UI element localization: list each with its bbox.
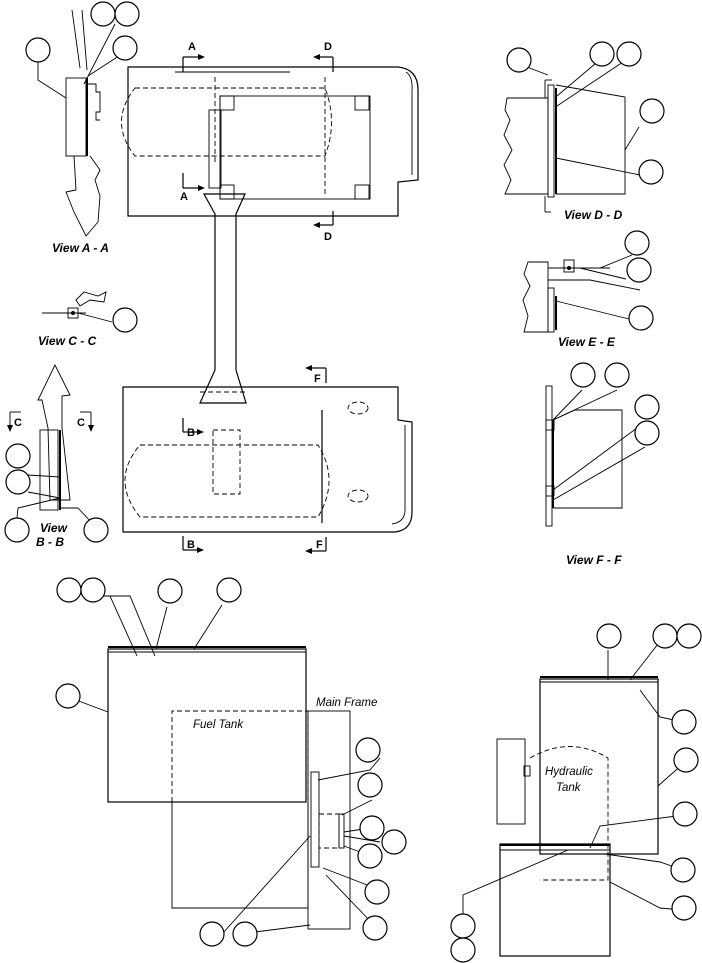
section-label-f-bottom: F [316,539,323,551]
view-cc-detail: View C - C [38,291,107,348]
callout-balloon-26 [55,683,81,709]
callout-balloon-38 [676,623,702,649]
callout-balloon-34 [199,921,225,947]
view-label-ff: View F - F [566,553,622,567]
callout-balloon-10 [506,47,532,73]
callout-balloon-36 [596,623,622,649]
callout-balloon-28 [357,772,383,798]
callout-balloon-16 [626,257,652,283]
callout-balloon-42 [670,857,696,883]
callout-balloon-25 [216,577,242,603]
callout-balloon-45 [450,937,476,963]
callout-balloon-21 [634,420,660,446]
callout-balloons [4,1,702,963]
leader-lines [16,23,686,934]
view-label-bb-line2: B - B [36,535,64,549]
callout-balloon-9 [83,517,109,543]
callout-balloon-32 [364,879,390,905]
section-label-b-bottom: B [187,539,195,551]
section-label-a-bottom: A [180,191,188,203]
hydraulic-tank-side-view: Hydraulic Tank [496,676,659,957]
callout-balloon-18 [570,362,596,388]
callout-balloon-3 [25,37,51,63]
section-marker-a-bottom: A [180,173,205,203]
section-marker-b-bottom: B [182,536,204,553]
main-frame-label: Main Frame [316,697,377,709]
callout-balloon-1 [90,1,116,27]
callout-balloon-15 [624,230,650,256]
section-label-c-right: C [77,417,85,429]
callout-balloon-22 [56,577,82,603]
fuel-tank-side-view: Fuel Tank Main Frame [107,646,377,930]
callout-balloon-29 [359,815,385,841]
view-aa-detail: View A - A [52,9,109,255]
section-marker-d-bottom: D [313,211,334,243]
callout-balloon-40 [673,747,699,773]
hydraulic-tank-label-line2: Tank [556,782,582,794]
callout-balloon-6 [5,443,31,469]
section-label-b-top: B [187,427,195,439]
callout-balloon-2 [114,1,140,27]
view-dd-detail: View D - D [503,79,626,222]
callout-balloon-35 [232,921,258,947]
callout-balloon-37 [652,623,678,649]
callout-balloon-5 [112,307,138,333]
view-label-cc: View C - C [38,334,97,348]
view-label-ee: View E - E [558,335,616,349]
view-label-dd: View D - D [564,208,623,222]
callout-balloon-41 [672,801,698,827]
section-marker-f-bottom: F [305,537,327,554]
section-marker-b-top: B [182,418,204,439]
view-bb-detail: C C View B - B [7,363,94,549]
view-label-bb-line1: View [40,521,68,535]
callout-balloon-30 [381,829,407,855]
callout-balloon-20 [634,394,660,420]
callout-balloon-43 [671,895,697,921]
section-label-c-left: C [14,417,22,429]
callout-balloon-13 [639,98,665,124]
callout-balloon-23 [80,577,106,603]
upper-tank-plan [121,66,419,404]
callout-balloon-19 [604,362,630,388]
callout-balloon-11 [589,41,615,67]
callout-balloon-44 [450,913,476,939]
callout-balloon-24 [157,578,183,604]
view-ff-detail: View F - F [545,385,623,567]
callout-balloon-17 [628,305,654,331]
hydraulic-tank-label-line1: Hydraulic [545,766,593,778]
callout-balloon-33 [362,915,388,941]
callout-balloon-12 [616,41,642,67]
section-marker-a-top: A [182,41,205,72]
section-label-d-top: D [324,41,332,53]
section-label-d-bottom: D [324,231,332,243]
callout-balloon-4 [112,35,138,61]
lower-tank-plan [122,386,413,533]
callout-balloon-27 [355,737,381,763]
fuel-tank-label: Fuel Tank [193,719,244,731]
callout-balloon-7 [5,469,31,495]
section-marker-d-top: D [313,41,334,72]
section-label-a-top: A [188,41,196,53]
callout-balloon-39 [671,709,697,735]
callout-balloon-31 [357,843,383,869]
section-marker-f-top: F [305,365,327,385]
view-label-aa: View A - A [52,241,109,255]
callout-balloon-8 [4,517,30,543]
callout-balloon-14 [638,159,664,185]
view-ee-detail: View E - E [522,259,641,349]
section-label-f-top: F [314,373,321,385]
